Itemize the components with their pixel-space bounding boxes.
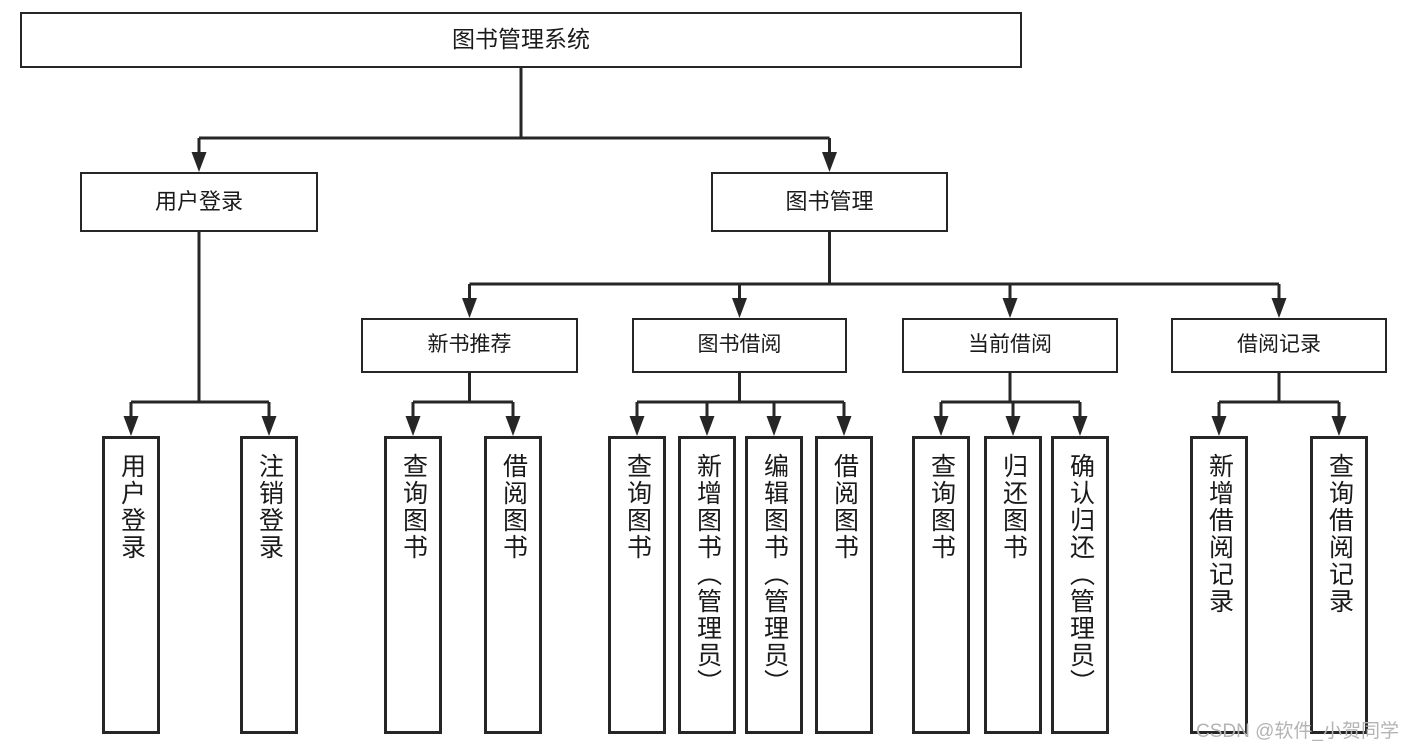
- node-label: 注销登录: [255, 453, 284, 561]
- node-label: 查询借阅记录: [1325, 453, 1354, 615]
- node-label: 归还图书: [999, 453, 1028, 561]
- node-label: 查询图书: [927, 453, 956, 561]
- node-label: 借阅记录: [1237, 333, 1321, 357]
- node-leaf_nb_query[interactable]: 查询图书: [384, 436, 442, 734]
- node-label: 新书推荐: [427, 333, 512, 357]
- node-leaf_cb_confirm[interactable]: 确认归还（管理员）: [1051, 436, 1109, 734]
- node-leaf_bb_edit[interactable]: 编辑图书（管理员）: [745, 436, 803, 734]
- node-label: 新增借阅记录: [1205, 453, 1234, 615]
- node-current_borrow[interactable]: 当前借阅: [902, 318, 1118, 373]
- node-leaf_nb_borrow[interactable]: 借阅图书: [484, 436, 542, 734]
- node-borrow_book[interactable]: 图书借阅: [632, 318, 847, 373]
- node-leaf_br_add[interactable]: 新增借阅记录: [1190, 436, 1248, 734]
- node-leaf_bb_borrow[interactable]: 借阅图书: [815, 436, 873, 734]
- node-label: 当前借阅: [968, 333, 1052, 357]
- node-leaf_bb_query[interactable]: 查询图书: [608, 436, 666, 734]
- node-label: 编辑图书（管理员）: [760, 453, 789, 696]
- node-label: 借阅图书: [499, 453, 528, 561]
- node-new_books[interactable]: 新书推荐: [361, 318, 578, 373]
- node-label: 图书管理系统: [452, 26, 590, 53]
- node-book_mgmt[interactable]: 图书管理: [711, 172, 948, 232]
- node-leaf_br_query[interactable]: 查询借阅记录: [1310, 436, 1368, 734]
- node-label: 用户登录: [154, 189, 243, 215]
- node-user_login[interactable]: 用户登录: [80, 172, 318, 232]
- node-label: 图书管理: [785, 189, 874, 215]
- node-leaf_user_logout[interactable]: 注销登录: [240, 436, 298, 734]
- node-label: 新增图书（管理员）: [693, 453, 722, 696]
- node-label: 确认归还（管理员）: [1066, 453, 1095, 696]
- node-label: 用户登录: [117, 453, 146, 561]
- node-label: 查询图书: [399, 453, 428, 561]
- node-leaf_user_login[interactable]: 用户登录: [102, 436, 160, 734]
- node-label: 查询图书: [623, 453, 652, 561]
- node-leaf_bb_add[interactable]: 新增图书（管理员）: [678, 436, 736, 734]
- node-leaf_cb_query[interactable]: 查询图书: [912, 436, 970, 734]
- node-label: 借阅图书: [830, 453, 859, 561]
- node-leaf_cb_return[interactable]: 归还图书: [984, 436, 1042, 734]
- watermark: CSDN @软件_小贺同学: [1196, 721, 1399, 742]
- node-borrow_record[interactable]: 借阅记录: [1171, 318, 1387, 373]
- node-root[interactable]: 图书管理系统: [20, 12, 1022, 68]
- node-label: 图书借阅: [697, 333, 782, 357]
